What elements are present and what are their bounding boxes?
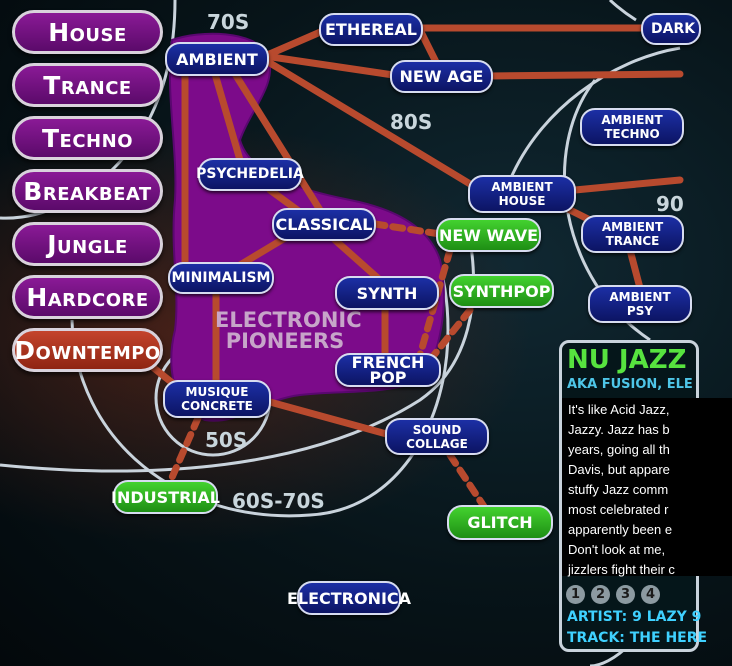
- panel-genre-title: NU JAZZ: [567, 345, 687, 375]
- link-musique-industrial: [166, 414, 202, 486]
- link-ambient-newage: [261, 52, 404, 80]
- nav-house[interactable]: House: [12, 10, 163, 54]
- node-ambient-techno[interactable]: AMBIENT TECHNO: [580, 108, 684, 146]
- node-electronica[interactable]: ELECTRONICA: [287, 581, 411, 615]
- track-selector: 1 2 3 4: [566, 585, 660, 604]
- track-button-4[interactable]: 4: [641, 585, 660, 604]
- node-synth[interactable]: SYNTH: [335, 276, 439, 310]
- era-label-90s: 90: [656, 192, 684, 216]
- node-new-wave[interactable]: NEW WAVE: [436, 218, 541, 252]
- panel-line: stuffy Jazz comm: [568, 482, 669, 497]
- node-ambient-psy[interactable]: AMBIENT PSY: [588, 285, 692, 323]
- panel-line: apparently been e: [568, 522, 673, 537]
- nav-trance[interactable]: Trance: [12, 63, 163, 107]
- panel-line: jizzlers fight their c: [568, 562, 675, 577]
- panel-track: TRACK: THE HERE: [567, 630, 708, 646]
- link-synthpop-frenchpop: [426, 306, 474, 364]
- nav-jungle[interactable]: Jungle: [12, 222, 163, 266]
- era-label-50s: 50s: [205, 428, 248, 452]
- era-label-80s: 80s: [390, 110, 433, 134]
- panel-line: Don't look at me,: [568, 542, 666, 557]
- panel-artist: ARTIST: 9 LAZY 9: [567, 609, 702, 625]
- node-ambient-house[interactable]: AMBIENT HOUSE: [468, 175, 576, 213]
- link-musique-soundcollage: [266, 398, 394, 439]
- panel-aka: AKA FUSION, ELE: [567, 377, 693, 392]
- node-glitch[interactable]: GLITCH: [447, 505, 553, 540]
- era-label-70s: 70s: [207, 10, 250, 34]
- link-ambient-classical: [231, 70, 324, 214]
- link-classical-synth: [331, 236, 384, 284]
- era-label-60s-70s: 60s-70s: [232, 489, 325, 513]
- nav-techno[interactable]: Techno: [12, 116, 163, 160]
- node-sound-collage[interactable]: SOUND COLLAGE: [385, 418, 489, 455]
- ring-outer-right: [508, 46, 681, 181]
- panel-description: It's like Acid Jazz, Jazzy. Jazz has b y…: [562, 398, 732, 577]
- node-musique-concrete[interactable]: MUSIQUE CONCRETE: [163, 380, 271, 418]
- link-ambient-ambienthouse: [261, 56, 484, 194]
- node-industrial[interactable]: INDUSTRIAL: [111, 480, 220, 514]
- nav-downtempo[interactable]: Downtempo: [12, 328, 163, 372]
- node-french-pop[interactable]: FRENCH POP: [335, 353, 441, 387]
- node-dark[interactable]: DARK: [641, 13, 701, 45]
- node-ethereal[interactable]: ETHEREAL: [319, 13, 423, 46]
- ring-60s-70s: [70, 239, 450, 518]
- link-ambienthouse-right: [571, 176, 684, 194]
- node-synthpop[interactable]: SYNTHPOP: [449, 274, 554, 308]
- node-classical[interactable]: CLASSICAL: [272, 208, 376, 241]
- node-minimalism[interactable]: MINIMALISM: [168, 262, 274, 294]
- node-ambient[interactable]: AMBIENT: [165, 42, 269, 76]
- node-psychedelia[interactable]: PSYCHEDELIA: [196, 158, 304, 191]
- panel-line: Davis, but appare: [568, 462, 670, 477]
- cluster-label-electronic-pioneers: ELECTRONIC PIONEERS: [215, 308, 362, 353]
- nav-hardcore[interactable]: Hardcore: [12, 275, 163, 319]
- link-classical-newwave: [371, 220, 444, 238]
- link-ambient-ethereal: [261, 26, 329, 60]
- track-button-2[interactable]: 2: [591, 585, 610, 604]
- node-new-age[interactable]: NEW AGE: [390, 60, 493, 93]
- ring-outer-right-2: [608, 0, 637, 22]
- panel-line: Jazzy. Jazz has b: [568, 422, 670, 437]
- link-newage-right: [486, 70, 684, 80]
- genre-info-panel: NU JAZZ AKA FUSION, ELE It's like Acid J…: [559, 340, 732, 652]
- link-trance-psy: [626, 246, 644, 292]
- panel-line: years, going all th: [568, 442, 670, 457]
- link-soundcollage-glitch: [446, 451, 489, 512]
- node-ambient-trance[interactable]: AMBIENT TRANCE: [581, 215, 684, 253]
- panel-line: most celebrated r: [568, 502, 669, 517]
- panel-line: It's like Acid Jazz,: [568, 402, 670, 417]
- nav-breakbeat[interactable]: Breakbeat: [12, 169, 163, 213]
- track-button-3[interactable]: 3: [616, 585, 635, 604]
- track-button-1[interactable]: 1: [566, 585, 585, 604]
- link-ambient-psychedelia: [211, 70, 244, 164]
